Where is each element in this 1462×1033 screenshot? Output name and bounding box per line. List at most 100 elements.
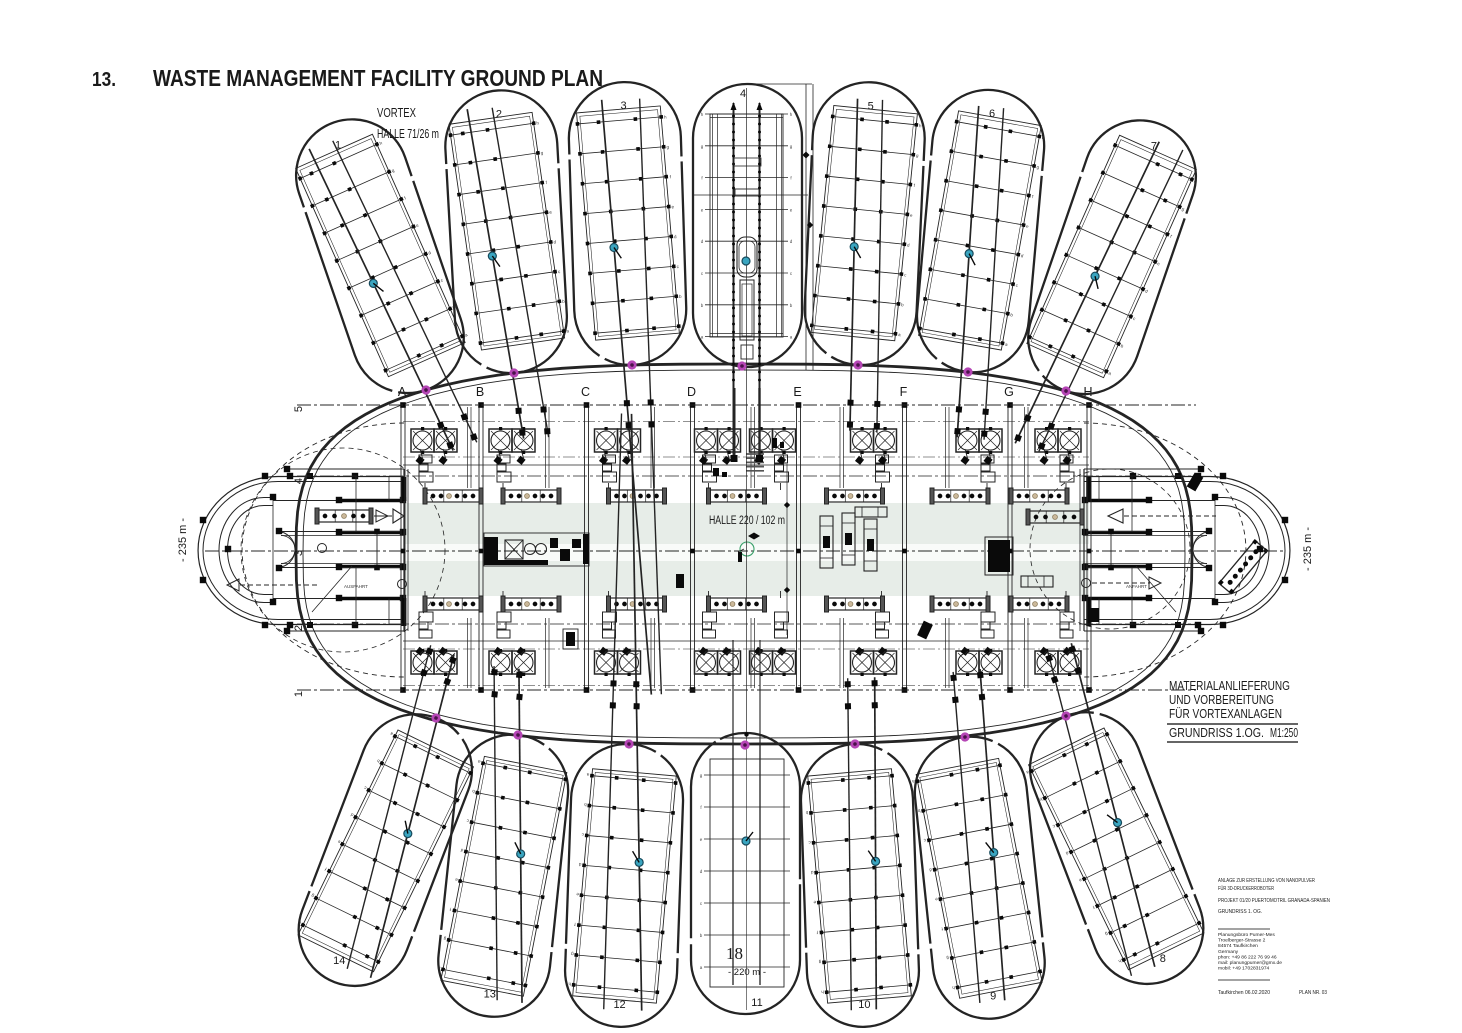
svg-text:f: f: [669, 174, 671, 179]
svg-text:e: e: [415, 222, 420, 228]
svg-text:a: a: [802, 780, 805, 785]
svg-text:Planungsbüro Pumer-Mes: Planungsbüro Pumer-Mes: [1218, 932, 1275, 938]
svg-text:HALLE 71/26 m: HALLE 71/26 m: [377, 126, 439, 141]
svg-text:f: f: [404, 195, 408, 200]
svg-text:h: h: [379, 140, 384, 146]
svg-text:d: d: [810, 870, 813, 875]
svg-text:f: f: [323, 866, 327, 871]
svg-text:e: e: [1078, 877, 1083, 883]
svg-text:d: d: [674, 234, 677, 239]
svg-text:d: d: [907, 242, 910, 247]
svg-text:MATERIALANLIEFERUNG: MATERIALANLIEFERUNG: [1169, 678, 1290, 693]
svg-text:a: a: [898, 332, 901, 337]
svg-text:8: 8: [1160, 953, 1166, 965]
svg-text:f: f: [573, 922, 575, 927]
svg-text:g: g: [946, 956, 950, 961]
svg-text:mobil: +49 1702831974: mobil: +49 1702831974: [1218, 966, 1270, 972]
svg-text:f: f: [700, 805, 702, 810]
svg-text:E: E: [793, 385, 801, 399]
svg-text:GRUNDRISS 1. OG.: GRUNDRISS 1. OG.: [1218, 909, 1262, 915]
svg-text:a: a: [389, 731, 394, 737]
svg-text:a: a: [790, 335, 793, 340]
svg-text:11: 11: [751, 997, 762, 1009]
svg-text:f: f: [913, 183, 915, 188]
svg-text:d: d: [1020, 253, 1024, 258]
svg-text:c: c: [558, 269, 562, 274]
svg-text:f: f: [1032, 194, 1035, 199]
svg-text:FÜR VORTEXANLAGEN: FÜR VORTEXANLAGEN: [1169, 706, 1282, 721]
svg-text:b: b: [1010, 312, 1014, 317]
svg-text:6: 6: [989, 108, 995, 120]
svg-text:AUSFAHRT: AUSFAHRT: [344, 584, 368, 589]
svg-text:h: h: [664, 114, 667, 119]
svg-text:a: a: [701, 335, 704, 340]
svg-text:10: 10: [858, 999, 870, 1011]
svg-text:c: c: [676, 264, 679, 269]
svg-text:c: c: [700, 901, 703, 906]
svg-text:g: g: [540, 150, 544, 155]
svg-text:3: 3: [620, 100, 626, 112]
svg-text:d: d: [460, 848, 464, 853]
svg-text:f: f: [1169, 234, 1173, 239]
svg-text:f: f: [545, 180, 548, 185]
svg-text:G: G: [1004, 385, 1014, 399]
svg-text:e: e: [910, 213, 913, 218]
svg-text:HALLE 220 / 102 m: HALLE 220 / 102 m: [709, 515, 785, 527]
svg-text:a: a: [681, 324, 684, 329]
svg-text:14: 14: [333, 955, 345, 967]
svg-text:c: c: [362, 785, 367, 791]
svg-text:FÜR 3D-DRUCKERROBOTER: FÜR 3D-DRUCKERROBOTER: [1218, 885, 1274, 892]
svg-text:h: h: [821, 989, 824, 994]
svg-text:h: h: [701, 112, 704, 117]
svg-text:F: F: [900, 385, 908, 399]
svg-text:h: h: [437, 965, 441, 970]
svg-text:PROJEKT 01/20 PUERTOMOTRIL GRA: PROJEKT 01/20 PUERTOMOTRIL GRANADA-SPANI…: [1218, 898, 1330, 904]
svg-text:g: g: [1181, 206, 1186, 212]
svg-text:h: h: [297, 920, 302, 926]
svg-text:g: g: [700, 773, 703, 778]
svg-text:VORTEX: VORTEX: [377, 105, 416, 120]
svg-text:b: b: [701, 303, 704, 308]
svg-text:a: a: [700, 965, 703, 970]
svg-text:a: a: [477, 759, 481, 764]
svg-text:e: e: [336, 839, 341, 845]
svg-text:b: b: [471, 789, 475, 794]
svg-text:e: e: [454, 877, 458, 882]
svg-text:c: c: [807, 840, 810, 845]
svg-text:C: C: [581, 385, 590, 399]
svg-text:1: 1: [335, 140, 341, 152]
svg-text:b: b: [790, 303, 793, 308]
svg-text:d: d: [928, 867, 932, 872]
svg-text:g: g: [790, 144, 793, 149]
svg-text:h: h: [568, 981, 571, 986]
svg-text:b: b: [700, 933, 703, 938]
svg-text:c: c: [465, 818, 469, 823]
svg-text:f: f: [816, 930, 818, 935]
svg-text:a: a: [464, 332, 469, 338]
svg-text:d: d: [553, 239, 557, 244]
svg-text:g: g: [666, 144, 669, 149]
svg-text:g: g: [1036, 164, 1040, 169]
svg-text:c: c: [1051, 824, 1056, 830]
svg-text:4: 4: [740, 88, 746, 100]
svg-text:- 235 m -: - 235 m -: [177, 518, 189, 562]
svg-text:e: e: [1157, 261, 1162, 267]
svg-text:d: d: [700, 869, 703, 874]
svg-text:e: e: [671, 204, 674, 209]
svg-text:3: 3: [293, 550, 305, 556]
svg-text:b: b: [901, 302, 904, 307]
svg-text:f: f: [790, 176, 792, 181]
svg-text:d: d: [427, 250, 432, 256]
svg-text:13.: 13.: [92, 69, 116, 91]
svg-text:2: 2: [496, 108, 502, 120]
svg-text:d: d: [1065, 850, 1070, 856]
svg-text:g: g: [818, 960, 821, 965]
svg-text:a: a: [911, 779, 915, 784]
svg-text:d: d: [701, 239, 704, 244]
svg-text:c: c: [904, 272, 907, 277]
svg-text:b: b: [376, 758, 381, 764]
svg-text:f: f: [940, 926, 943, 931]
svg-text:e: e: [576, 892, 579, 897]
svg-text:b: b: [805, 810, 808, 815]
svg-text:g: g: [1104, 931, 1109, 937]
